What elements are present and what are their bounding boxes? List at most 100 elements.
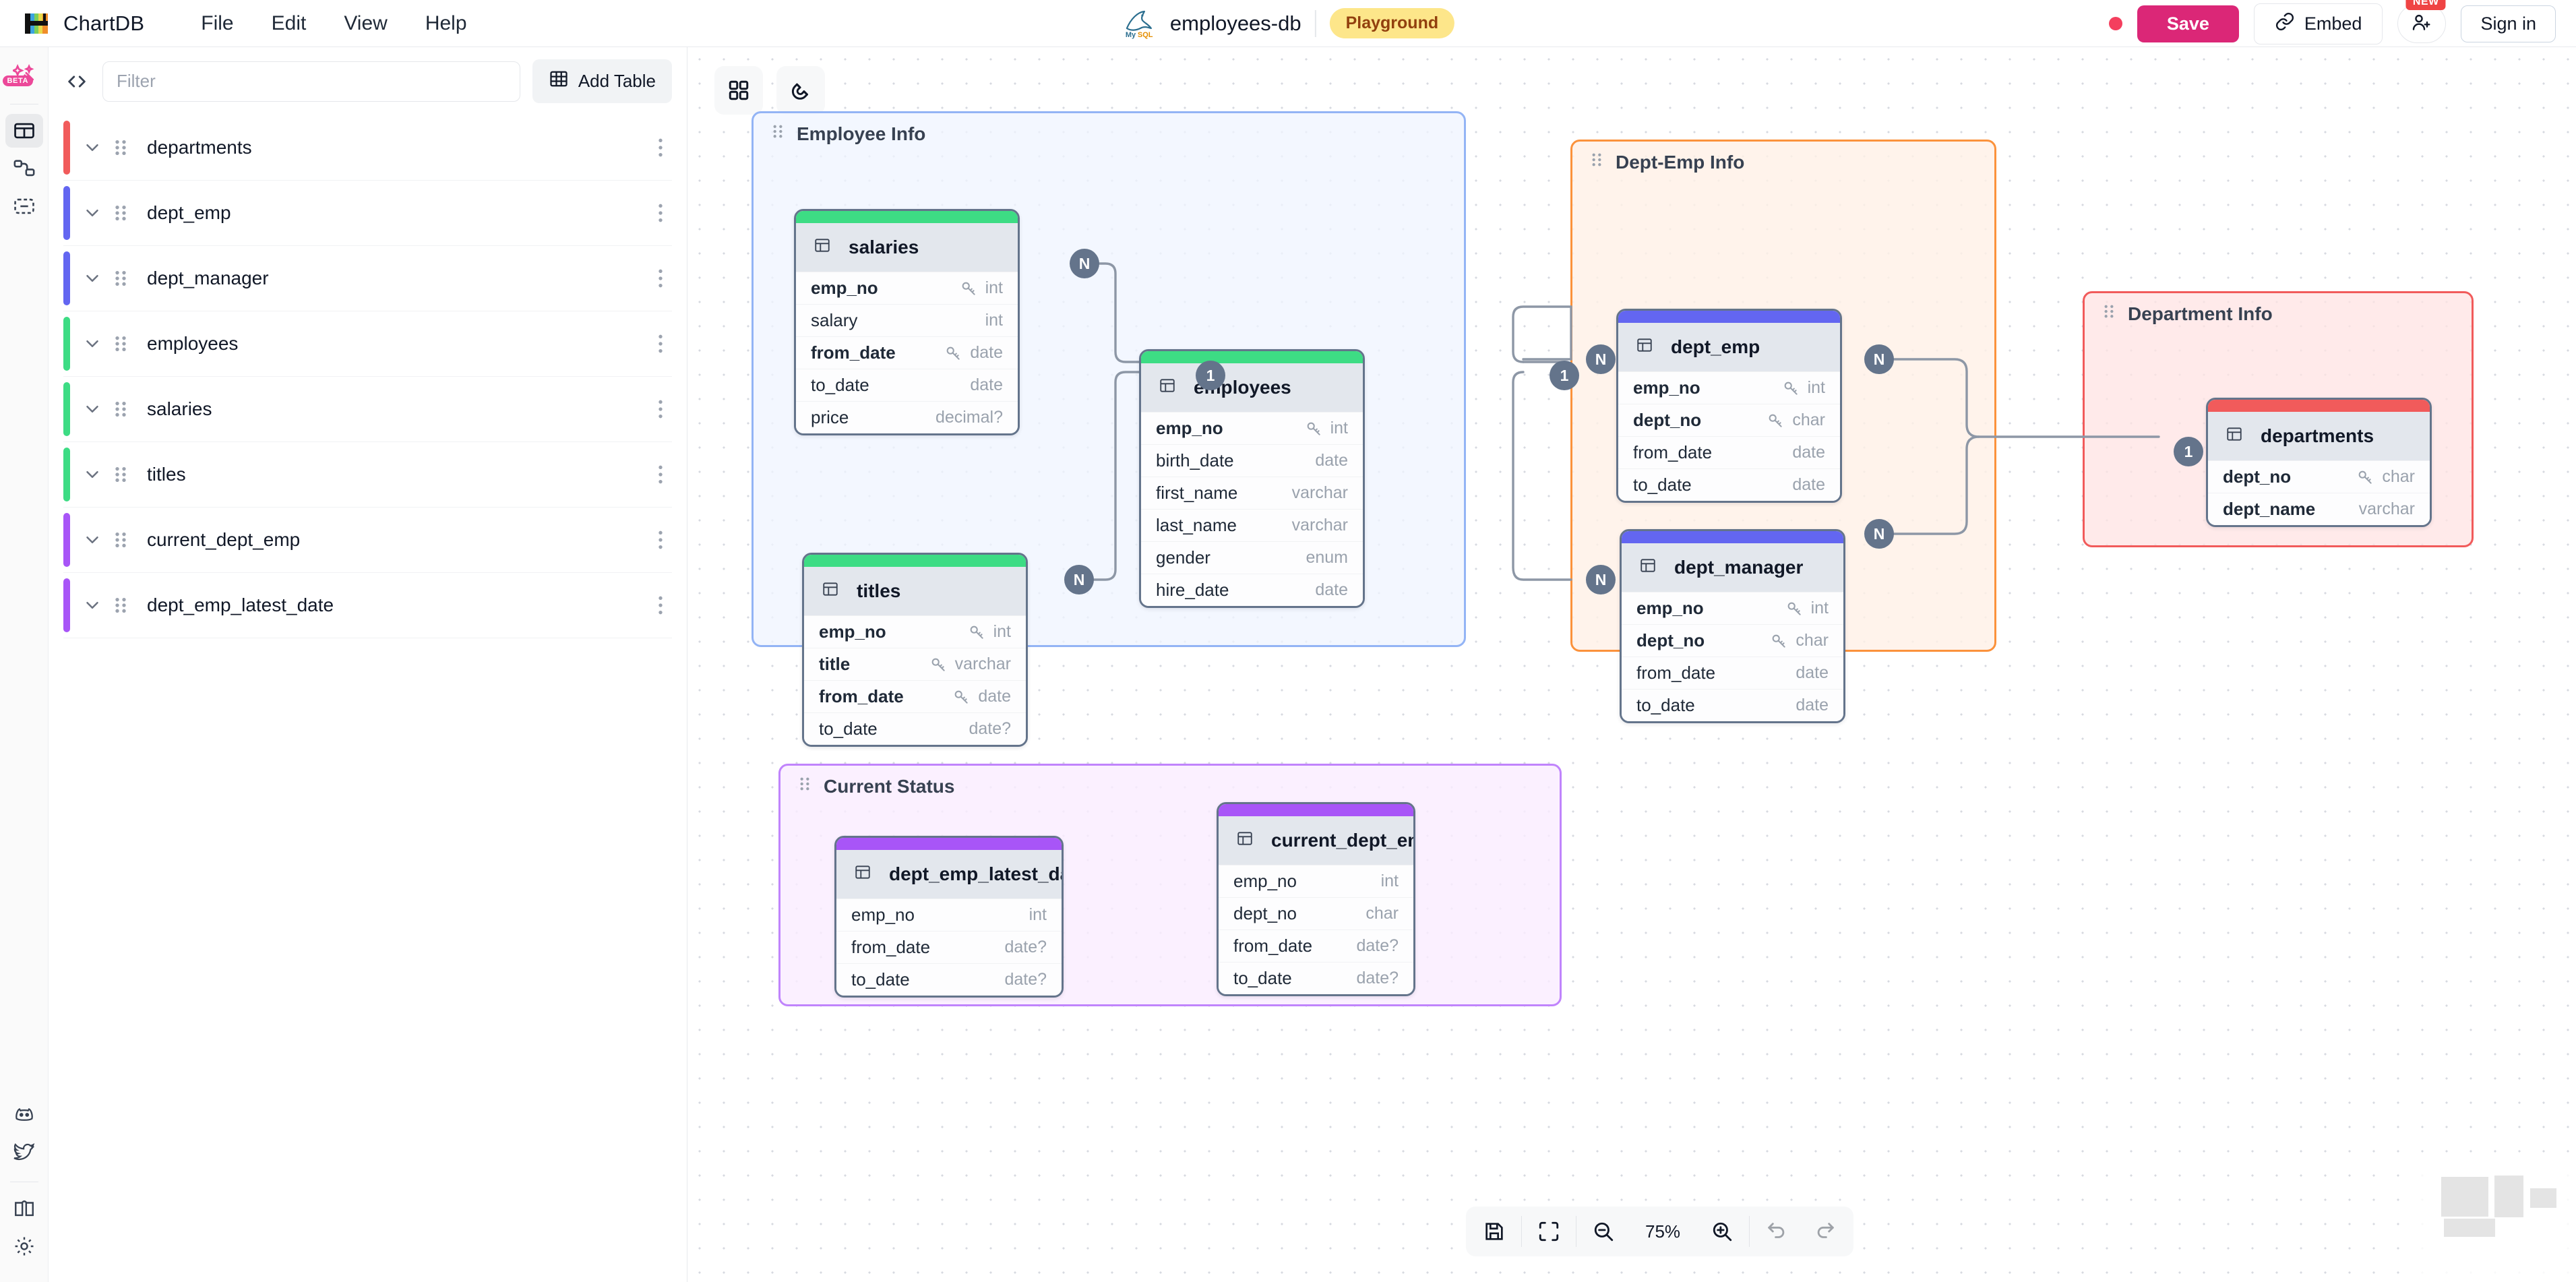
list-item[interactable]: dept_manager — [63, 246, 672, 311]
menu-edit[interactable]: Edit — [271, 11, 307, 34]
table-header[interactable]: employees — [1141, 363, 1363, 412]
table-node[interactable]: dept_emp_latest_dateemp_nointfrom_dateda… — [834, 836, 1064, 998]
table-header[interactable]: dept_emp — [1618, 323, 1840, 371]
list-item[interactable]: dept_emp — [63, 181, 672, 246]
floppy-save-icon[interactable] — [1470, 1211, 1519, 1252]
redo-icon[interactable] — [1801, 1211, 1849, 1252]
list-item[interactable]: employees — [63, 311, 672, 377]
avatar[interactable]: NEW — [2397, 0, 2447, 43]
zoom-out-icon[interactable] — [1579, 1211, 1628, 1252]
zoom-level[interactable]: 75% — [1645, 1221, 1681, 1242]
sidebar-item-areas[interactable] — [5, 189, 43, 223]
chevron-down-icon[interactable] — [81, 594, 104, 617]
more-options-icon[interactable] — [649, 200, 672, 226]
chevron-down-icon[interactable] — [81, 332, 104, 355]
more-options-icon[interactable] — [649, 527, 672, 553]
chevron-down-icon[interactable] — [81, 463, 104, 486]
embed-button[interactable]: Embed — [2253, 3, 2383, 44]
drag-handle-icon[interactable] — [112, 334, 129, 354]
sidebar-item-relationships[interactable] — [5, 152, 43, 185]
gear-icon[interactable] — [5, 1229, 43, 1263]
code-brackets-icon[interactable] — [63, 68, 90, 95]
table-header[interactable]: dept_manager — [1622, 543, 1843, 592]
more-options-icon[interactable] — [649, 331, 672, 357]
fit-screen-icon[interactable] — [1525, 1211, 1573, 1252]
table-header[interactable]: salaries — [796, 223, 1018, 272]
drag-handle-icon[interactable] — [771, 123, 785, 145]
list-item[interactable]: titles — [63, 442, 672, 508]
minimap[interactable] — [2413, 1159, 2576, 1282]
drag-handle-icon[interactable] — [2102, 303, 2116, 325]
undo-icon[interactable] — [1752, 1211, 1801, 1252]
table-node[interactable]: current_dept_empemp_nointdept_nocharfrom… — [1217, 802, 1415, 996]
more-options-icon[interactable] — [649, 462, 672, 487]
sidebar-item-twitter[interactable] — [5, 1136, 43, 1169]
list-item[interactable]: current_dept_emp — [63, 508, 672, 573]
save-button[interactable]: Save — [2137, 5, 2239, 42]
more-options-icon[interactable] — [649, 135, 672, 160]
filter-input[interactable] — [102, 61, 520, 102]
drag-handle-icon[interactable] — [798, 775, 811, 797]
grid-layout-icon[interactable] — [714, 66, 763, 115]
table-header[interactable]: current_dept_emp — [1219, 816, 1413, 865]
chevron-down-icon[interactable] — [81, 202, 104, 224]
list-item[interactable]: dept_emp_latest_date — [63, 573, 672, 638]
list-item[interactable]: departments — [63, 115, 672, 181]
magnet-icon[interactable] — [776, 66, 825, 115]
drag-handle-icon[interactable] — [112, 203, 129, 223]
sign-in-button[interactable]: Sign in — [2461, 5, 2556, 42]
zoom-in-icon[interactable] — [1698, 1211, 1746, 1252]
drag-handle-icon[interactable] — [112, 268, 129, 288]
drag-handle-icon[interactable] — [112, 595, 129, 615]
table-header[interactable]: titles — [804, 567, 1026, 615]
drag-handle-icon[interactable] — [112, 530, 129, 550]
table-header[interactable]: dept_emp_latest_date — [836, 850, 1062, 898]
table-header[interactable]: departments — [2208, 412, 2430, 460]
more-options-icon[interactable] — [649, 592, 672, 618]
drag-handle-icon[interactable] — [112, 138, 129, 158]
list-item[interactable]: salaries — [63, 377, 672, 442]
drag-handle-icon[interactable] — [1590, 151, 1603, 173]
sidebar-item-docs[interactable] — [5, 1192, 43, 1225]
more-options-icon[interactable] — [649, 266, 672, 291]
menu-help[interactable]: Help — [425, 11, 467, 34]
drag-handle-icon[interactable] — [112, 464, 129, 485]
drag-handle-icon[interactable] — [112, 399, 129, 419]
more-options-icon[interactable] — [649, 396, 672, 422]
sidebar-item-tables[interactable] — [5, 114, 43, 148]
menu-view[interactable]: View — [344, 11, 388, 34]
sidebar-item-ai-magic[interactable]: BETA — [2, 58, 43, 92]
